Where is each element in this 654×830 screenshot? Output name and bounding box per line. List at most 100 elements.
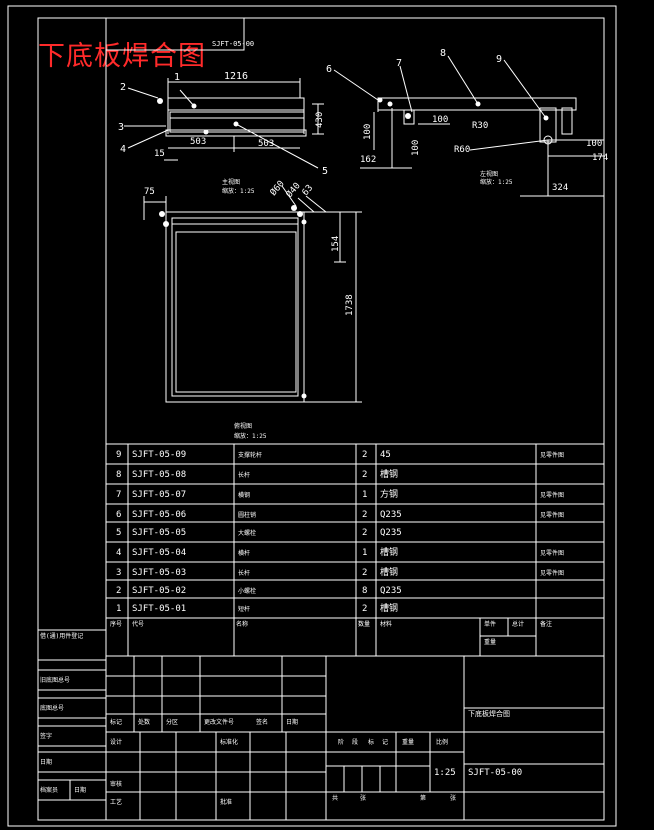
left-strip-3: 签字 [40, 732, 52, 740]
bom-cell-no: 4 [116, 548, 121, 558]
bom-cell-qty: 1 [362, 490, 367, 500]
drawing-code: SJFT-05-00 [468, 768, 522, 778]
sheet-t1: 张 [360, 794, 366, 802]
bom-cell-name: 圆柱销 [238, 511, 256, 519]
bom-cell-name: 支撑轮杆 [238, 451, 262, 459]
dim-324: 324 [552, 183, 568, 193]
dim-100-a: 100 [363, 124, 373, 140]
bom-cell-material: Q235 [380, 528, 402, 538]
callout-5: 5 [322, 166, 328, 177]
bom-cell-name: 小螺栓 [238, 587, 256, 595]
bom-cell-code: SJFT-05-05 [132, 528, 186, 538]
dim-100-b: 100 [411, 140, 421, 156]
bom-cell-material: 槽钢 [380, 546, 398, 558]
bom-cell-note: 见零件图 [540, 451, 564, 459]
front-view [124, 78, 324, 169]
callout-8: 8 [440, 48, 446, 59]
dim-phi60: Ø60 [268, 178, 287, 198]
sign-approve: 批准 [220, 798, 232, 806]
stage-h3: 记 [382, 739, 388, 746]
bom-cell-qty: 2 [362, 528, 367, 538]
stage-h2: 标 [368, 738, 374, 746]
bom-header-material: 材料 [380, 620, 392, 628]
dim-R30: R30 [472, 121, 488, 131]
bom-cell-qty: 1 [362, 548, 367, 558]
dim-1216: 1216 [224, 71, 248, 82]
side-view-label: 左视图 [480, 170, 498, 178]
bom-cell-material: 45 [380, 450, 391, 460]
bom-cell-no: 6 [116, 510, 121, 520]
top-view-scale: 缩放：1:25 [234, 432, 267, 440]
bom-cell-name: 大螺栓 [238, 529, 256, 537]
bom-cell-code: SJFT-05-06 [132, 510, 186, 520]
callout-6: 6 [326, 64, 332, 75]
bom-header-single: 单件 [484, 620, 496, 628]
sign-review: 审核 [110, 780, 122, 788]
sheet-t3: 张 [450, 794, 456, 802]
rev-h5: 日期 [286, 718, 298, 726]
inner-frame [37, 17, 605, 821]
rev-h4: 签名 [256, 718, 268, 726]
left-strip-1: 旧底图总号 [40, 676, 70, 684]
side-view-scale: 缩放：1:25 [480, 178, 513, 186]
drawing-title: 下底板焊合图 [38, 41, 206, 72]
callout-4: 4 [120, 144, 126, 155]
sheet-t2: 第 [420, 794, 426, 802]
bom-cell-code: SJFT-05-07 [132, 490, 186, 500]
dim-R60: R60 [454, 145, 470, 155]
dim-503a: 503 [190, 137, 206, 147]
bom-cell-code: SJFT-05-03 [132, 568, 186, 578]
dim-phi40: Ø40 [284, 180, 303, 200]
stage-h1: 段 [352, 738, 358, 746]
bom-cell-name: 长杆 [238, 471, 250, 479]
dim-63: 63 [301, 183, 316, 198]
bom-cell-name: 短杆 [238, 605, 250, 613]
bom-cell-qty: 2 [362, 510, 367, 520]
bom-cell-material: Q235 [380, 586, 402, 596]
bom-cell-qty: 2 [362, 470, 367, 480]
drawing-scale: 1:25 [434, 768, 456, 778]
bom-cell-no: 7 [116, 490, 121, 500]
bom-cell-material: 槽钢 [380, 566, 398, 578]
outer-frame [7, 5, 617, 827]
dim-15: 15 [154, 149, 165, 159]
left-strip-6: 日期 [74, 786, 86, 794]
drawing-name: 下底板焊合图 [468, 709, 510, 718]
bom-cell-qty: 2 [362, 604, 367, 614]
dim-100-d: 100 [586, 139, 602, 149]
bom-cell-no: 1 [116, 604, 121, 614]
top-view [143, 185, 362, 403]
bom-header-name: 名称 [236, 620, 248, 628]
bom-cell-no: 9 [116, 450, 121, 460]
callout-3: 3 [118, 122, 124, 133]
bom-cell-no: 8 [116, 470, 121, 480]
bom-cell-code: SJFT-05-08 [132, 470, 186, 480]
left-strip-0: 借(通)用件登记 [40, 632, 83, 640]
left-strip-5: 档案员 [40, 786, 58, 794]
bom-header-code: 代号 [132, 620, 144, 628]
dim-100-c: 100 [432, 115, 448, 125]
dim-162: 162 [360, 155, 376, 165]
title-block [106, 656, 604, 820]
bom-cell-code: SJFT-05-04 [132, 548, 186, 558]
sign-standard: 标准化 [220, 738, 238, 746]
bom-cell-no: 2 [116, 586, 121, 596]
callout-9: 9 [496, 54, 502, 65]
bom-header-no: 序号 [110, 620, 122, 628]
bom-header-weight: 重量 [484, 638, 496, 646]
left-strip-4: 日期 [40, 758, 52, 766]
front-view-label: 主视图 [222, 178, 240, 186]
sign-process: 工艺 [110, 798, 122, 806]
bom-cell-qty: 8 [362, 586, 367, 596]
left-strip-2: 底图总号 [40, 704, 64, 712]
callout-2: 2 [120, 82, 126, 93]
bom-cell-material: 方钢 [380, 488, 398, 500]
bom-header-note: 备注 [540, 620, 552, 628]
sign-design: 设计 [110, 738, 122, 746]
stage-h4: 重量 [402, 738, 414, 746]
bom-cell-material: Q235 [380, 510, 402, 520]
bom-cell-note: 见零件图 [540, 549, 564, 557]
bom-cell-code: SJFT-05-02 [132, 586, 186, 596]
bom-cell-qty: 2 [362, 568, 367, 578]
